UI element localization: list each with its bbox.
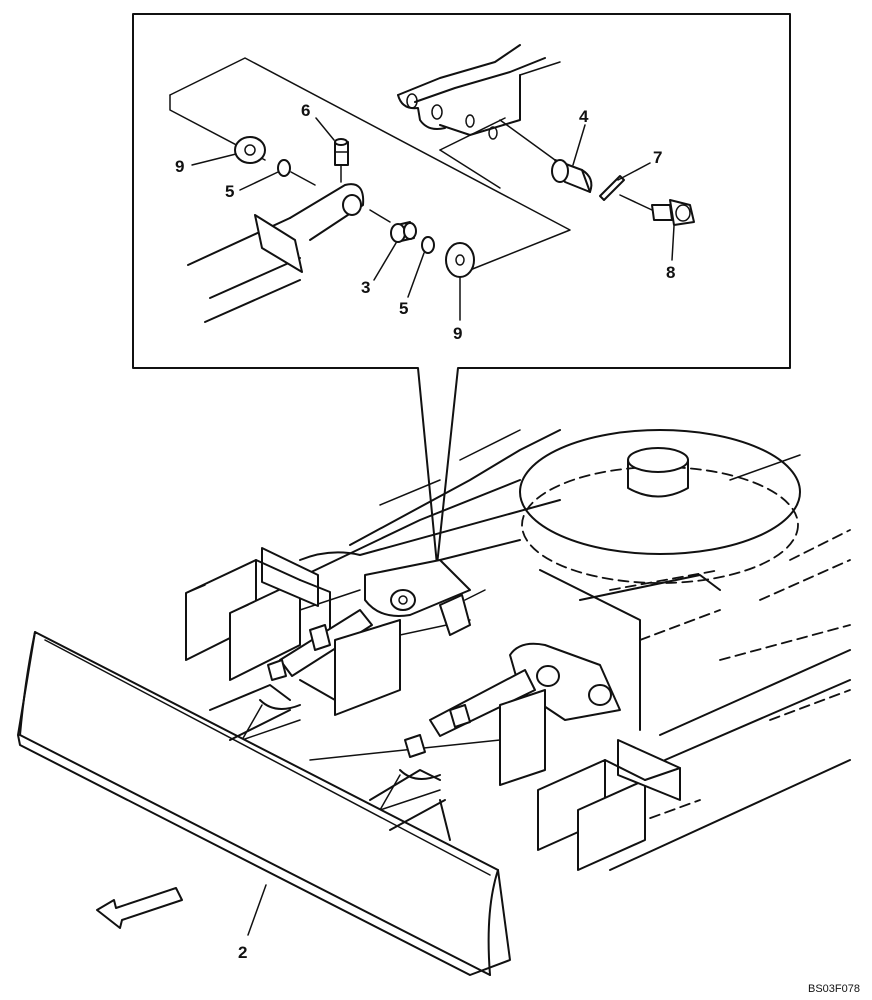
idler-wheel — [519, 429, 801, 584]
washer-lower — [445, 242, 475, 278]
callout-9-upper: 9 — [175, 157, 184, 176]
excavator-undercarriage: 2 — [17, 429, 851, 976]
callout-9-lower: 9 — [453, 324, 462, 343]
bushing — [390, 221, 417, 243]
callout-5-lower: 5 — [399, 299, 408, 318]
leader-lines — [191, 117, 675, 321]
callout-6: 6 — [301, 101, 310, 120]
leader-2 — [247, 884, 267, 936]
callout-5-upper: 5 — [225, 182, 234, 201]
dozer-blade — [17, 631, 511, 976]
lock-pin — [599, 175, 625, 201]
pin — [499, 119, 593, 193]
detail-inset: 9 5 6 3 5 9 4 7 8 — [132, 13, 791, 566]
frame-bracket — [397, 44, 561, 140]
callout-3: 3 — [361, 278, 370, 297]
o-ring-upper — [277, 159, 316, 186]
callout-4: 4 — [579, 107, 589, 126]
blade-cylinder-right — [379, 669, 546, 811]
callout-2: 2 — [238, 943, 247, 962]
forward-direction-arrow-icon — [96, 887, 183, 929]
pivot-bracket-upper — [364, 559, 486, 636]
left-track-pads — [185, 547, 331, 681]
washer-upper — [234, 136, 266, 164]
figure-code: BS03F078 — [808, 983, 860, 995]
bolt — [619, 194, 695, 226]
cylinder-rod — [187, 183, 391, 323]
o-ring-lower — [421, 236, 435, 254]
callout-8: 8 — [666, 263, 675, 282]
blade-cylinder-left — [241, 609, 401, 741]
callout-7: 7 — [653, 148, 662, 167]
grease-fitting — [334, 138, 349, 183]
right-track-pads — [537, 739, 681, 871]
